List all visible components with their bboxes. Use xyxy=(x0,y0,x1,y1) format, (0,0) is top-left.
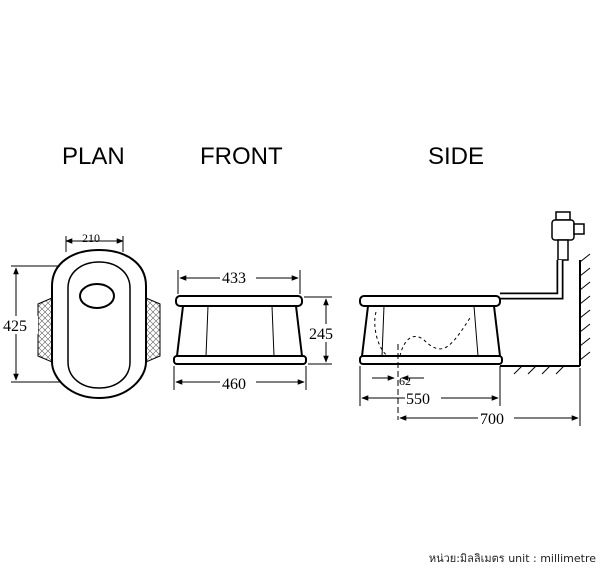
side-top-rim xyxy=(359,295,501,307)
front-title: FRONT xyxy=(200,143,283,170)
front-view: 433 245 460 xyxy=(173,268,340,393)
front-body xyxy=(175,305,304,357)
flush-valve xyxy=(551,211,585,261)
floor-hatching xyxy=(513,365,565,375)
front-base-width-dimension: 460 xyxy=(222,376,246,393)
plan-length-dimension: 425 xyxy=(3,318,27,335)
plan-drain-hole xyxy=(79,283,115,309)
plan-width-dimension: 210 xyxy=(82,231,100,245)
front-height-dimension: 245 xyxy=(309,326,333,343)
unit-label: หน่วย:มิลลิเมตร unit : millimetre xyxy=(429,552,596,565)
side-title: SIDE xyxy=(428,143,484,170)
flush-pipe xyxy=(500,260,564,300)
side-offset-dimension: 62 xyxy=(399,374,411,388)
plan-title: PLAN xyxy=(62,143,125,170)
hidden-trap-outline xyxy=(374,311,471,357)
side-view: 62 550 700 xyxy=(359,211,591,428)
side-base xyxy=(359,355,503,365)
front-top-width-dimension: 433 xyxy=(222,270,246,287)
side-wall-distance-dimension: 700 xyxy=(480,411,504,428)
plan-view: 210 425 xyxy=(2,231,161,400)
wall-hatching xyxy=(579,253,591,361)
front-base xyxy=(173,355,307,365)
front-top-rim xyxy=(175,295,303,307)
side-depth-dimension: 550 xyxy=(406,391,430,408)
plan-inner-bowl xyxy=(67,261,131,389)
